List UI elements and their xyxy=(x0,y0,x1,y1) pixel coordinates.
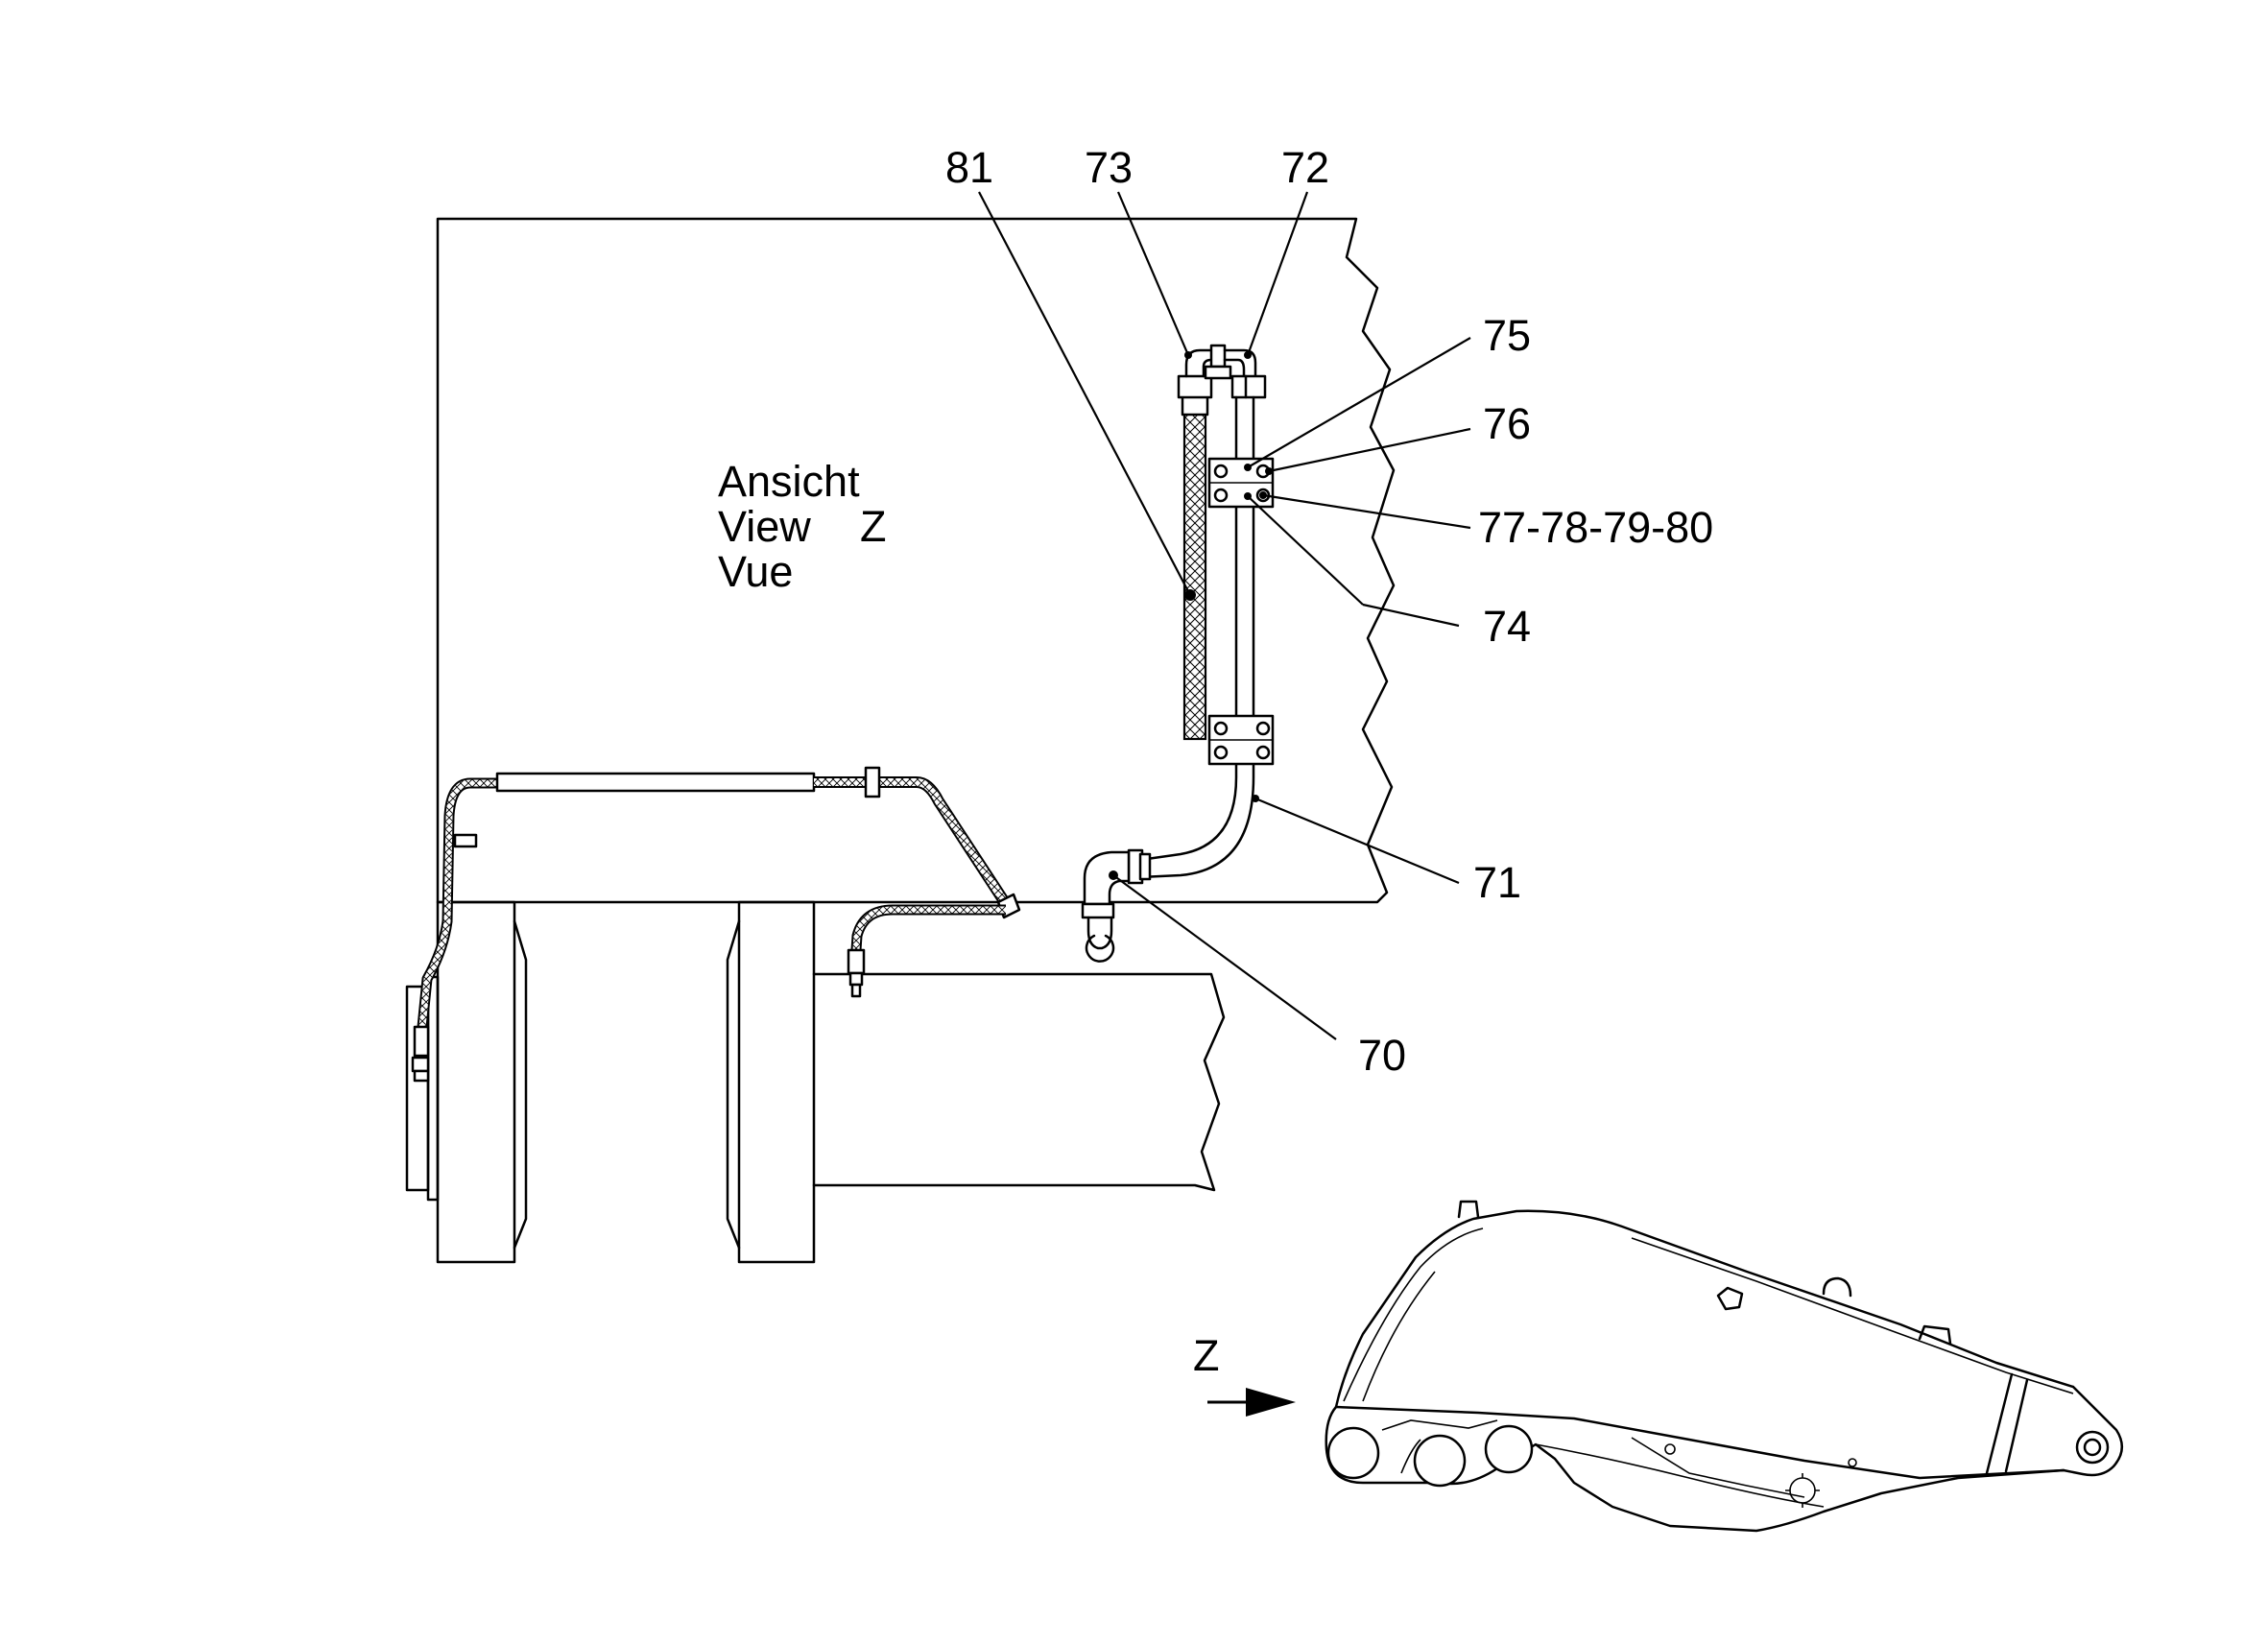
right-roller xyxy=(726,900,816,1264)
boom-side-plate xyxy=(436,217,1396,904)
axle-cross-member xyxy=(812,972,1226,1192)
boom-overview-illustration xyxy=(1325,1200,2123,1533)
callout-74: 74 xyxy=(1483,602,1531,651)
arrow-label: Z xyxy=(1193,1331,1220,1380)
vertical-pipe-assembly xyxy=(1081,344,1275,963)
view-label-ansicht: Ansicht xyxy=(718,457,860,506)
left-roller xyxy=(405,900,528,1264)
view-label-letter: Z xyxy=(860,502,887,551)
callout-75: 75 xyxy=(1483,311,1531,360)
view-label: Ansicht View Vue Z xyxy=(718,457,887,596)
callout-70: 70 xyxy=(1358,1031,1406,1080)
left-hose-assembly xyxy=(411,766,1021,1083)
callout-81: 81 xyxy=(945,143,993,192)
callouts: 81 73 72 75 76 77-78-79-80 74 71 70 xyxy=(945,143,1713,1080)
callout-73: 73 xyxy=(1085,143,1133,192)
callout-77-80: 77-78-79-80 xyxy=(1478,503,1713,552)
callout-76: 76 xyxy=(1483,399,1531,448)
view-direction-arrow: Z xyxy=(1193,1331,1296,1417)
callout-72: 72 xyxy=(1281,143,1329,192)
view-label-vue: Vue xyxy=(718,547,793,596)
callout-71: 71 xyxy=(1473,858,1521,907)
view-label-view: View xyxy=(718,502,811,551)
